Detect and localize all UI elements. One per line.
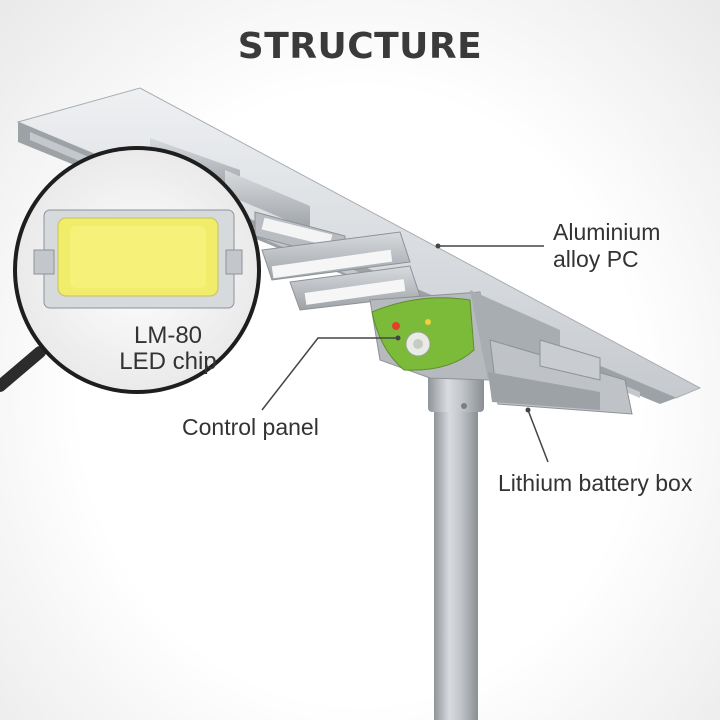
diagram-title: STRUCTURE: [237, 26, 483, 67]
status-led-yellow: [425, 319, 431, 325]
label-aluminium-line2: alloy PC: [553, 246, 639, 272]
battery-box: [488, 339, 633, 415]
label-control-panel: Control panel: [182, 414, 319, 440]
label-battery-box: Lithium battery box: [498, 470, 693, 496]
led-chip-closeup: [33, 209, 243, 309]
control-panel-module: [371, 297, 475, 371]
pole: [428, 360, 484, 720]
leader-line-control: [261, 337, 398, 411]
status-led-red: [392, 322, 400, 330]
leader-lines: [261, 243, 549, 463]
label-chip-line1: LM-80: [133, 322, 203, 349]
leader-line-battery: [527, 409, 549, 463]
label-chip-line2: LED chip: [119, 348, 217, 375]
magnifier-icon: [0, 146, 261, 394]
label-aluminium-line1: Aluminium: [553, 219, 661, 245]
